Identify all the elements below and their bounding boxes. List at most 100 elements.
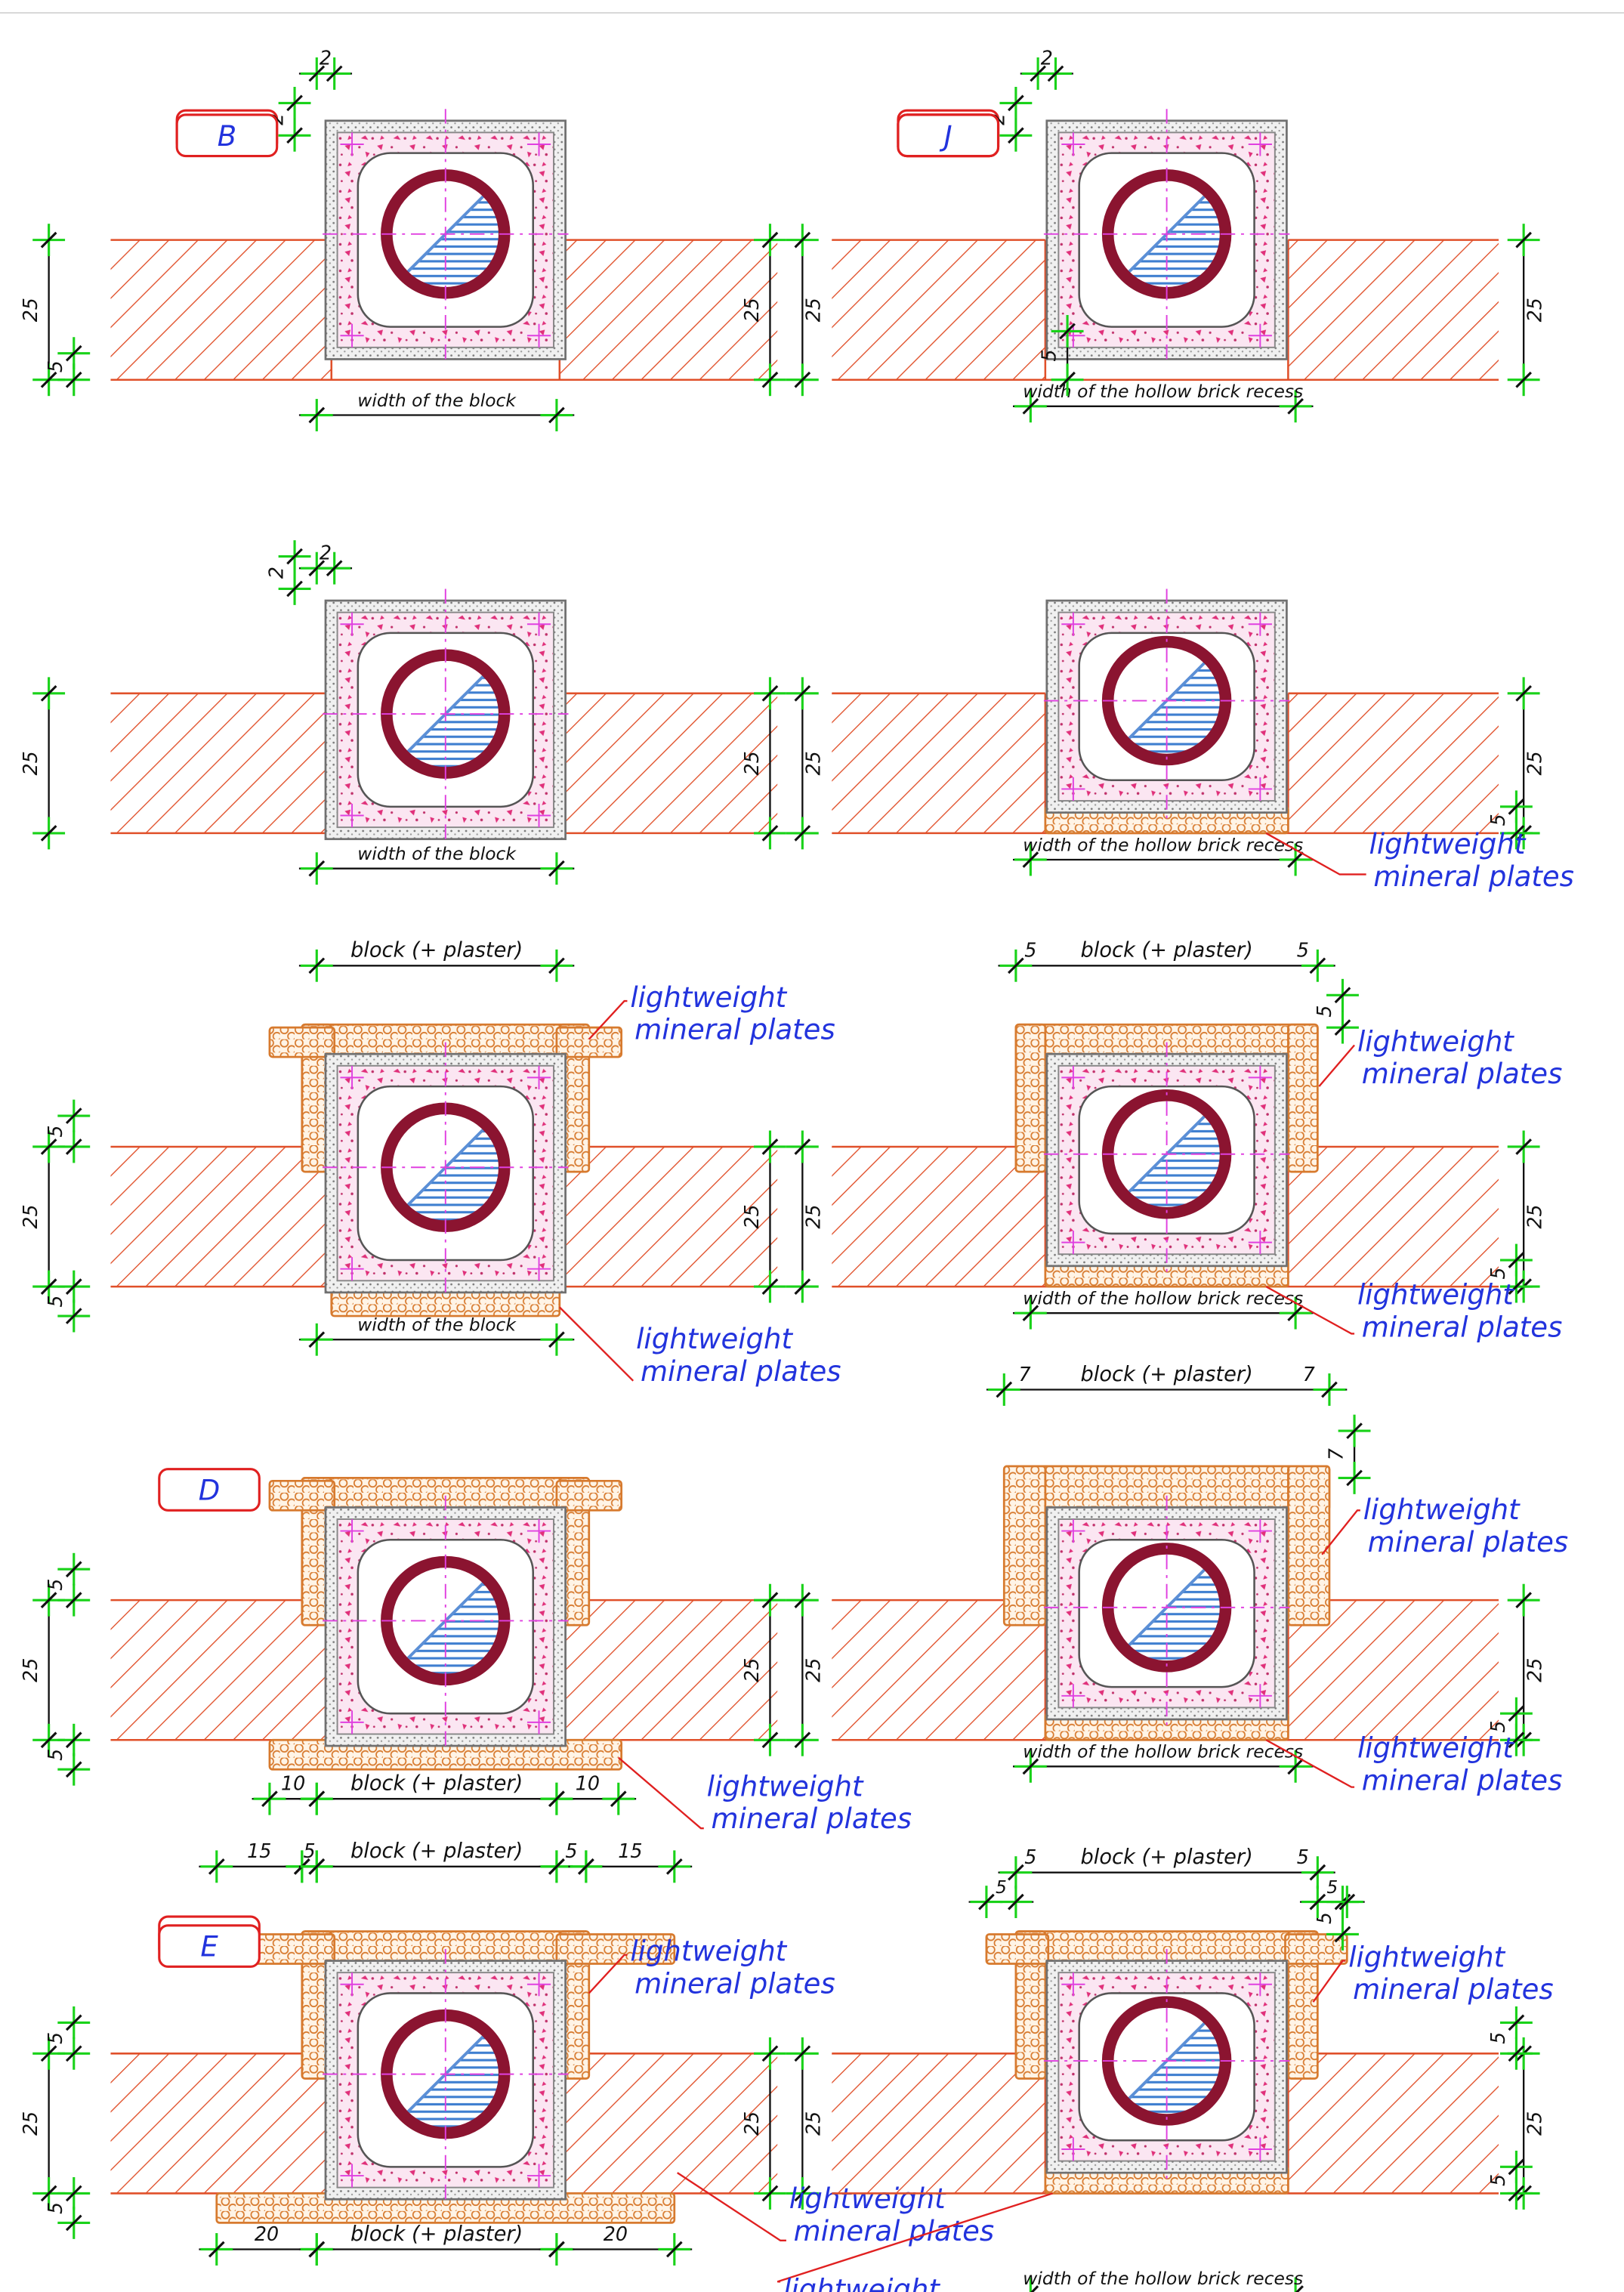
dim-tick [1508, 2185, 1525, 2202]
dim-tick [794, 684, 811, 702]
dim-tick [308, 406, 326, 424]
mineral-plate-flange [1284, 1933, 1348, 1965]
mineral-label-top-line2: mineral plates [1368, 1526, 1569, 1558]
dim-label: 5 [1487, 1267, 1509, 1279]
panel-label-text: D [199, 1475, 221, 1507]
dim-tick [308, 860, 326, 877]
dim-tick [794, 1592, 811, 1608]
dim-label: 25 [802, 751, 825, 775]
dim-tick [1346, 1422, 1363, 1439]
dim-tick [794, 2045, 811, 2062]
dim-label: 25 [19, 298, 42, 322]
dim-tick [1334, 987, 1351, 1004]
pipe-section [406, 1581, 502, 1677]
mineral-label-top-line2: mineral plates [1353, 1973, 1554, 2006]
dim-tick [286, 127, 303, 144]
dim-tick [1508, 1252, 1525, 1268]
dim-tick [1022, 397, 1039, 415]
dim-label: 2 [320, 47, 332, 70]
dim-tick [65, 2045, 82, 2062]
dim-label: 5 [1297, 1846, 1309, 1868]
dim-label: 5 [44, 2032, 66, 2044]
dim-tick [1059, 323, 1076, 340]
dim-label: 25 [1524, 298, 1546, 322]
wall-left [832, 693, 1045, 833]
dim-tick [1508, 1278, 1525, 1295]
mineral-label-bottom-line1: lightweight [1357, 1278, 1514, 1311]
dim-tick [1508, 1705, 1525, 1722]
dim-tick [308, 65, 326, 82]
leader-line [1321, 1509, 1360, 1555]
dim-label: 5 [996, 1877, 1007, 1898]
dim-label-block-plaster: block (+ plaster) [350, 1772, 523, 1796]
dim-label: 25 [802, 1658, 825, 1682]
dim-tick [548, 1790, 565, 1808]
dim-tick [65, 1592, 82, 1608]
dim-label: 25 [1524, 1658, 1546, 1682]
dim-tick [65, 2214, 82, 2232]
wall-left [832, 2053, 1045, 2194]
dim-tick [1287, 397, 1304, 415]
dim-tick [40, 1731, 57, 1749]
dim-label-block-plaster: block (+ plaster) [1080, 1363, 1252, 1386]
dim-tick [40, 684, 57, 702]
dim-tick [1008, 1864, 1024, 1881]
dim-tick [65, 2185, 82, 2202]
dim-tick [40, 371, 57, 388]
mineral-label-bottom-line1: lightweight [636, 1323, 793, 1355]
wall-left [110, 1146, 332, 1287]
dim-tick [548, 860, 565, 877]
mineral-label-bottom-line2: mineral plates [1362, 1765, 1563, 1797]
dim-tick [1008, 957, 1024, 975]
dim-tick [1515, 1592, 1533, 1608]
dim-tick [1515, 684, 1533, 702]
dim-tick [308, 1790, 326, 1808]
wall-right [1288, 693, 1499, 833]
leader-line [1265, 1286, 1355, 1335]
dim-tick [286, 548, 303, 565]
wall-right [559, 1600, 778, 1741]
dim-tick [1508, 2045, 1525, 2062]
leader-line [588, 999, 628, 1040]
dim-tick [1508, 1731, 1525, 1749]
dim-label: 25 [740, 2111, 763, 2136]
dim-tick [1508, 2158, 1525, 2176]
leader-line [617, 1756, 704, 1830]
dim-label: 25 [802, 298, 825, 322]
mineral-label-line2: mineral plates [1373, 860, 1574, 893]
dim-tick [65, 1107, 82, 1124]
dim-label: 7 [1324, 1448, 1347, 1460]
dim-tick [610, 1790, 627, 1808]
dim-label-width-hollow: width of the hollow brick recess [1023, 1287, 1303, 1308]
dim-label-block-plaster: block (+ plaster) [350, 939, 523, 962]
mineral-label-bottom-line2: mineral plates [641, 1355, 841, 1388]
dim-tick [761, 231, 779, 249]
dim-tick [794, 2185, 811, 2202]
dim-tick [1309, 1864, 1326, 1881]
mineral-label-top-line1: lightweight [1363, 1494, 1521, 1526]
pipe-section [1127, 1114, 1223, 1210]
dim-label: 2 [320, 541, 332, 564]
dim-label: 25 [19, 2111, 42, 2136]
dim-tick [40, 231, 57, 249]
leader-line [1265, 1739, 1355, 1788]
leader-line [776, 2192, 1053, 2283]
dim-tick [761, 1731, 779, 1749]
pipe-section [406, 2034, 502, 2130]
dim-tick [65, 1308, 82, 1324]
dim-label: 25 [802, 2111, 825, 2136]
dim-tick [308, 1858, 326, 1875]
wall-right [1288, 2053, 1499, 2194]
dim-tick [308, 2241, 326, 2258]
panel-label-box [897, 113, 1000, 158]
wall-right [559, 693, 778, 833]
dim-tick [1338, 1893, 1356, 1911]
mineral-plate-left [1014, 1023, 1047, 1173]
dim-tick [1287, 1305, 1304, 1322]
dim-tick [548, 2241, 565, 2258]
wall-right [559, 1146, 778, 1287]
mineral-plate-flange [555, 1479, 623, 1512]
leader-line [1312, 1960, 1346, 2003]
leader-line [1265, 832, 1366, 876]
dim-tick [65, 2014, 82, 2031]
